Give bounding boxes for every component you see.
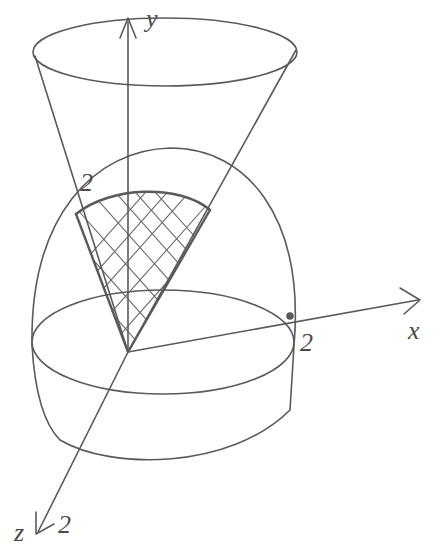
x-arrowhead: [400, 288, 420, 314]
axis-label: x: [408, 318, 420, 344]
hatching: [0, 175, 300, 400]
axis-label: 2: [58, 512, 71, 538]
axis-label: 2: [300, 330, 313, 356]
sphere-lower: [32, 330, 295, 460]
intersection-sides: [76, 210, 210, 352]
z-axis: [38, 352, 128, 532]
y-arrowhead: [120, 18, 136, 38]
intersection-arc: [76, 192, 210, 214]
x-axis: [128, 300, 418, 352]
axis-label: y: [146, 6, 158, 32]
axis-label: z: [14, 520, 24, 546]
sphere-outline: [32, 148, 295, 345]
axis-label: 2: [80, 170, 93, 196]
cone-top-ellipse: [33, 18, 297, 86]
z-arrowhead: [36, 512, 54, 534]
sphere-equator: [32, 290, 294, 394]
cone-sides: [35, 50, 296, 352]
y-axis: [127, 22, 129, 352]
x-point: [287, 313, 293, 319]
